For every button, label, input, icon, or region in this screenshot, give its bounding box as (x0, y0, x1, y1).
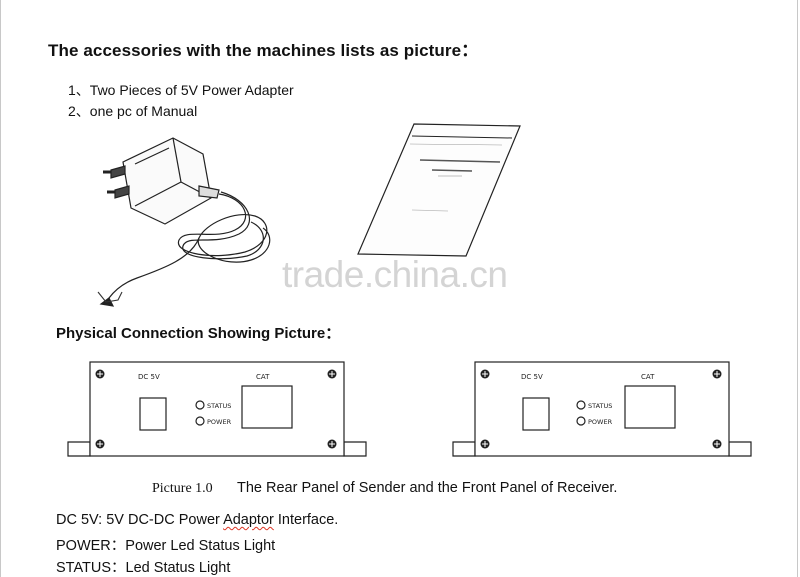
accessory-number: 1、 (68, 82, 90, 98)
spellcheck-word: Adaptor (223, 512, 274, 528)
dc-description-prefix: DC 5V: 5V DC-DC Power (56, 512, 224, 528)
accessory-item-2: 2、one pc of Manual (68, 101, 197, 121)
page-title: The accessories with the machines lists … (48, 41, 479, 60)
power-description: POWER：Power Led Status Light (56, 538, 276, 554)
dc-description-suffix: Interface. (273, 512, 339, 528)
dc-port-label: DC 5V (138, 373, 160, 381)
power-led-label: POWER (588, 418, 613, 426)
caption-number: Picture 1.0 (152, 481, 213, 496)
section-title: Physical Connection Showing Picture： (56, 325, 341, 342)
status-description: STATUS：Led Status Light (56, 560, 231, 576)
status-led-label: STATUS (207, 402, 231, 410)
right-page-rule (797, 0, 798, 577)
cat-port-label: CAT (256, 373, 270, 381)
receiver-panel: DC 5V CAT STATUS POWER (452, 361, 752, 457)
power-adapter-illustration (99, 137, 271, 307)
cat-port-label: CAT (641, 373, 655, 381)
watermark: trade.china.cn (282, 254, 508, 295)
power-led-label: POWER (207, 418, 232, 426)
accessory-item-1: 1、Two Pieces of 5V Power Adapter (68, 80, 294, 100)
dc-description: DC 5V: 5V DC-DC Power Adaptor Interface. (56, 512, 338, 528)
accessory-text: Two Pieces of 5V Power Adapter (89, 82, 294, 98)
dc-port-label: DC 5V (521, 373, 543, 381)
adapter-plug-fragment (97, 291, 123, 303)
accessory-number: 2、 (68, 103, 90, 119)
status-led-label: STATUS (588, 402, 612, 410)
manual-illustration (357, 123, 521, 257)
caption-text: The Rear Panel of Sender and the Front P… (237, 480, 618, 496)
accessory-text: one pc of Manual (89, 103, 198, 119)
left-page-rule (0, 0, 1, 577)
sender-panel: DC 5V CAT STATUS POWER (67, 361, 367, 457)
